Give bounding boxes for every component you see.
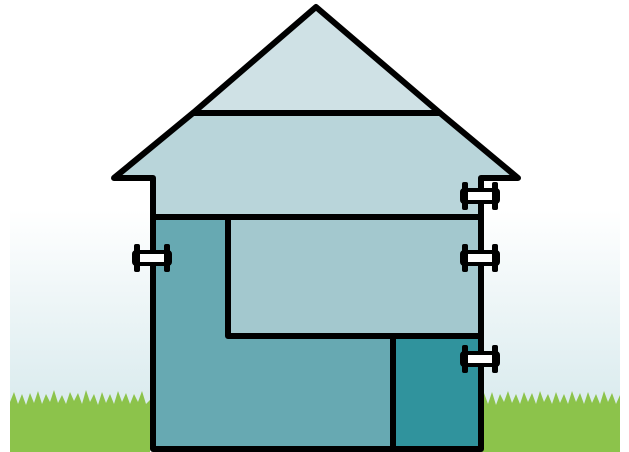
grass bbox=[10, 390, 620, 452]
top-right-room bbox=[228, 217, 481, 336]
pipe-connector-right-middle bbox=[460, 244, 500, 272]
roof-top bbox=[190, 4, 443, 116]
pipe-connector-right-bottom bbox=[460, 345, 500, 373]
pipe-connector-right-top bbox=[460, 182, 500, 210]
house-outline bbox=[150, 178, 484, 452]
inner-room-divider bbox=[225, 217, 481, 339]
pipe-connector-left bbox=[132, 244, 172, 272]
roof-band bbox=[111, 110, 521, 220]
